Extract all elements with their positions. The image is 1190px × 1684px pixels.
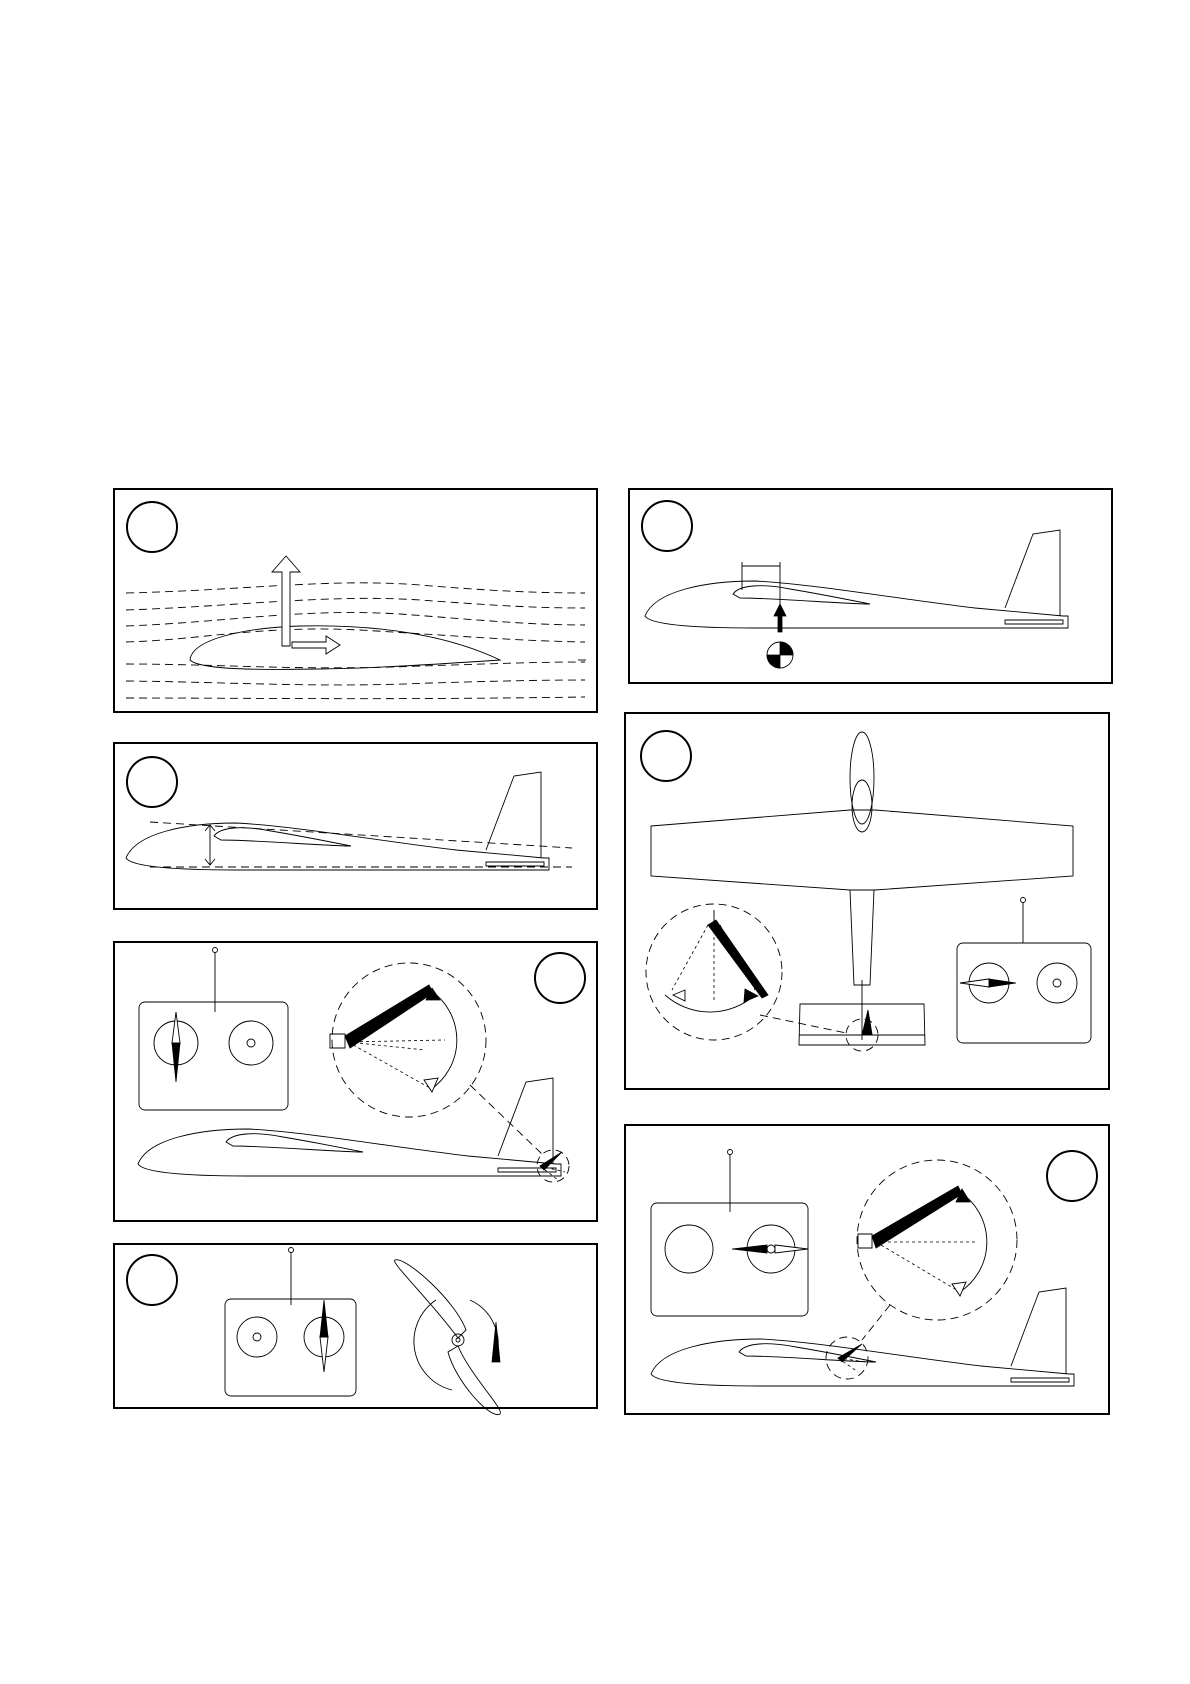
step-number-circle bbox=[1047, 1151, 1097, 1201]
elevator-detail-icon bbox=[330, 985, 457, 1092]
step-number-circle bbox=[641, 731, 691, 781]
panel-elevator-control bbox=[114, 942, 597, 1221]
propeller-icon bbox=[395, 1260, 501, 1415]
transmitter-icon bbox=[651, 1150, 808, 1317]
transmitter-icon bbox=[225, 1248, 356, 1397]
transmitter-icon bbox=[139, 948, 288, 1111]
panel-aileron-control bbox=[625, 713, 1109, 1089]
panel-rudder-control bbox=[625, 1125, 1109, 1414]
panel-angle-of-incidence bbox=[114, 743, 597, 909]
step-number-circle bbox=[642, 501, 692, 551]
step-number-circle bbox=[127, 1255, 177, 1305]
airflow-lines bbox=[126, 583, 585, 699]
panel-center-of-gravity bbox=[629, 489, 1112, 683]
step-number-circle bbox=[535, 953, 585, 1003]
airfoil-icon bbox=[190, 626, 500, 670]
rudder-detail-icon bbox=[665, 910, 768, 1012]
step-number-circle bbox=[127, 502, 177, 552]
drag-arrow-icon bbox=[292, 636, 340, 654]
control-detail-icon bbox=[858, 1186, 987, 1296]
glider-side-icon bbox=[126, 772, 549, 870]
panel-motor-throttle bbox=[114, 1244, 597, 1415]
panel-lift bbox=[114, 489, 597, 712]
glider-side-icon bbox=[651, 1288, 1074, 1386]
glider-side-icon bbox=[138, 1078, 561, 1176]
cg-marker-icon bbox=[767, 642, 793, 668]
step-number-circle bbox=[127, 757, 177, 807]
transmitter-icon bbox=[957, 898, 1091, 1044]
lift-arrow-icon bbox=[272, 556, 300, 646]
glider-side-icon bbox=[645, 530, 1068, 628]
